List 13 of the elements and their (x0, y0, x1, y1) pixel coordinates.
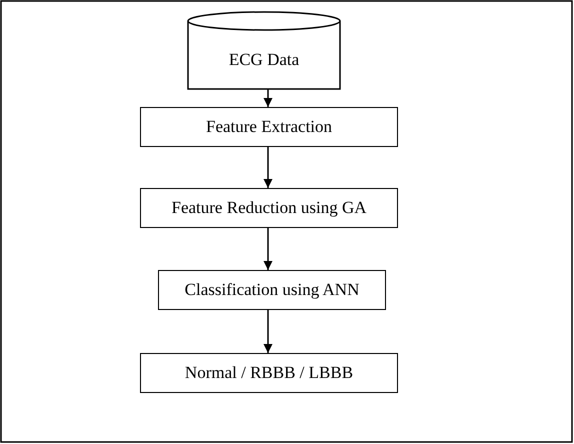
arrow (264, 147, 272, 188)
process-box (140, 353, 398, 393)
node-label: Classification using ANN (184, 280, 360, 300)
node-label: Feature Extraction (206, 117, 332, 137)
arrow (264, 310, 272, 353)
arrow (264, 89, 272, 107)
process-box (140, 188, 398, 228)
process-box (140, 107, 398, 147)
node-label: ECG Data (228, 50, 300, 70)
node-label: Normal / RBBB / LBBB (184, 363, 354, 383)
process-box (158, 270, 386, 310)
arrow (264, 228, 272, 270)
node-label: Feature Reduction using GA (172, 198, 366, 218)
